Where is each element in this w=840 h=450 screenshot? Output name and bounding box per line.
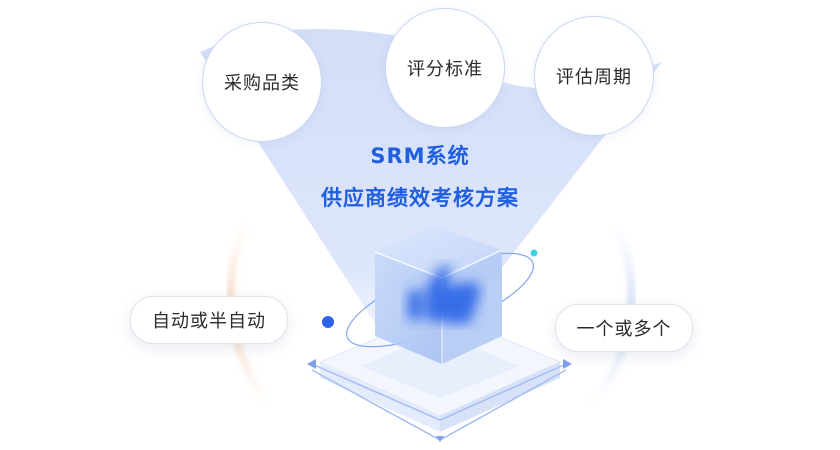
top-node-category-label: 采购品类 [224,73,300,94]
diagram-title: SRM系统 [370,144,470,168]
top-node-category: 采购品类 [202,22,322,142]
orbit-dot-cyan [530,249,538,257]
thumbs-up-icon [408,265,480,324]
diagram-subtitle: 供应商绩效考核方案 [321,186,519,210]
side-node-right-label: 一个或多个 [576,319,672,340]
top-node-period: 评估周期 [534,16,654,136]
orbit-dot-blue [322,316,334,328]
top-node-scoring: 评分标准 [385,8,505,128]
side-node-right: 一个或多个 [555,304,693,352]
side-node-left: 自动或半自动 [130,296,288,344]
top-node-period-label: 评估周期 [556,67,632,88]
side-node-left-label: 自动或半自动 [152,311,266,332]
top-node-scoring-label: 评分标准 [407,59,483,80]
